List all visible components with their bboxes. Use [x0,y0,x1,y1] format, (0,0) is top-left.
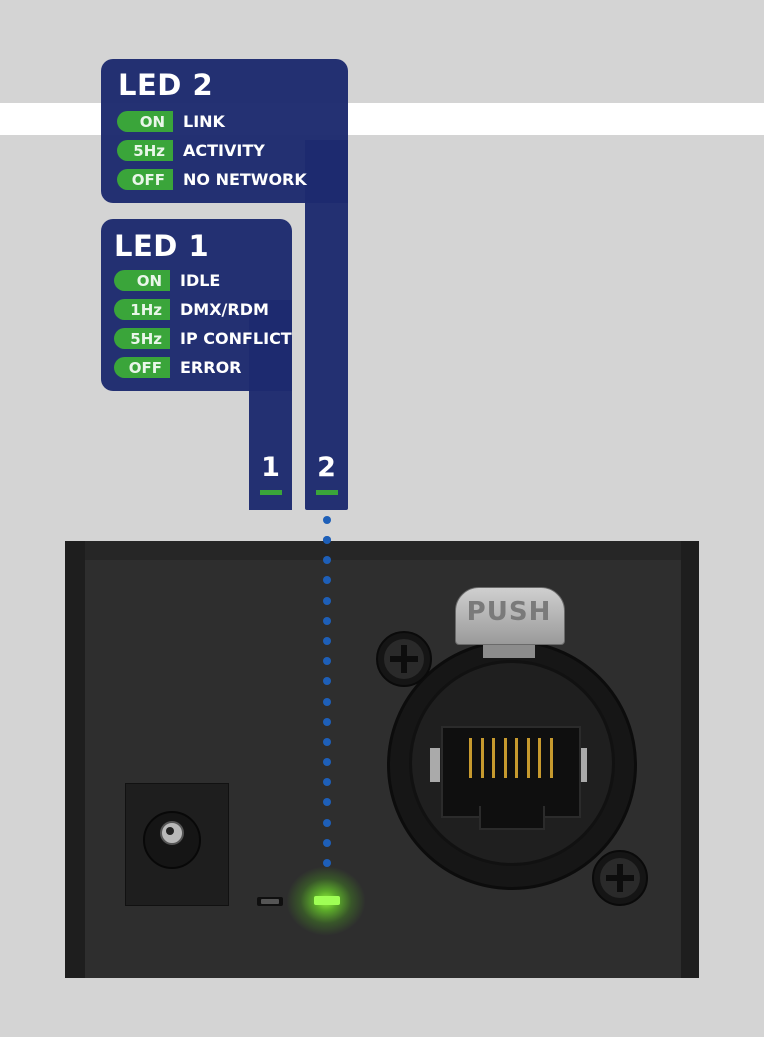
state-pill: OFF [117,169,173,190]
state-pill: 1Hz [114,299,170,320]
led2-title: LED 2 [118,68,214,102]
state-label: IDLE [180,271,221,290]
screw-icon [376,631,432,687]
led2-marker-number: 2 [317,452,336,483]
screw-icon [592,850,648,906]
led1-row-ip-conflict: 5Hz IP CONFLICT [114,328,292,349]
led1-marker-number: 1 [261,452,280,483]
dc-jack-pin-core [166,827,174,835]
led1-indicator-lens [261,899,279,904]
connector-clip-left [430,748,440,782]
state-label: IP CONFLICT [180,329,292,348]
state-label: LINK [183,112,225,131]
led2-marker-bar [316,490,338,495]
state-label: ERROR [180,358,242,377]
enclosure-edge-left [65,541,85,978]
state-pill: ON [114,270,170,291]
led2-indicator [314,896,340,905]
led2-row-no-network: OFF NO NETWORK [117,169,307,190]
led1-title: LED 1 [114,229,210,263]
push-label: PUSH [466,597,552,627]
rj45-port[interactable] [441,726,581,818]
led1-row-dmx-rdm: 1Hz DMX/RDM [114,299,269,320]
rj45-pins [469,738,553,778]
state-label: NO NETWORK [183,170,307,189]
enclosure-edge-right [681,541,699,978]
state-pill: OFF [114,357,170,378]
led2-row-link: ON LINK [117,111,225,132]
led1-marker-bar [260,490,282,495]
state-pill: 5Hz [117,140,173,161]
push-latch-button[interactable] [455,587,565,645]
led2-row-activity: 5Hz ACTIVITY [117,140,265,161]
state-pill: ON [117,111,173,132]
connector-clip-right [577,748,587,782]
state-label: ACTIVITY [183,141,265,160]
rj45-latch-slot [479,806,545,830]
led2-leader-line-overlay [323,536,331,879]
led1-row-idle: ON IDLE [114,270,220,291]
state-label: DMX/RDM [180,300,269,319]
led1-row-error: OFF ERROR [114,357,242,378]
state-pill: 5Hz [114,328,170,349]
